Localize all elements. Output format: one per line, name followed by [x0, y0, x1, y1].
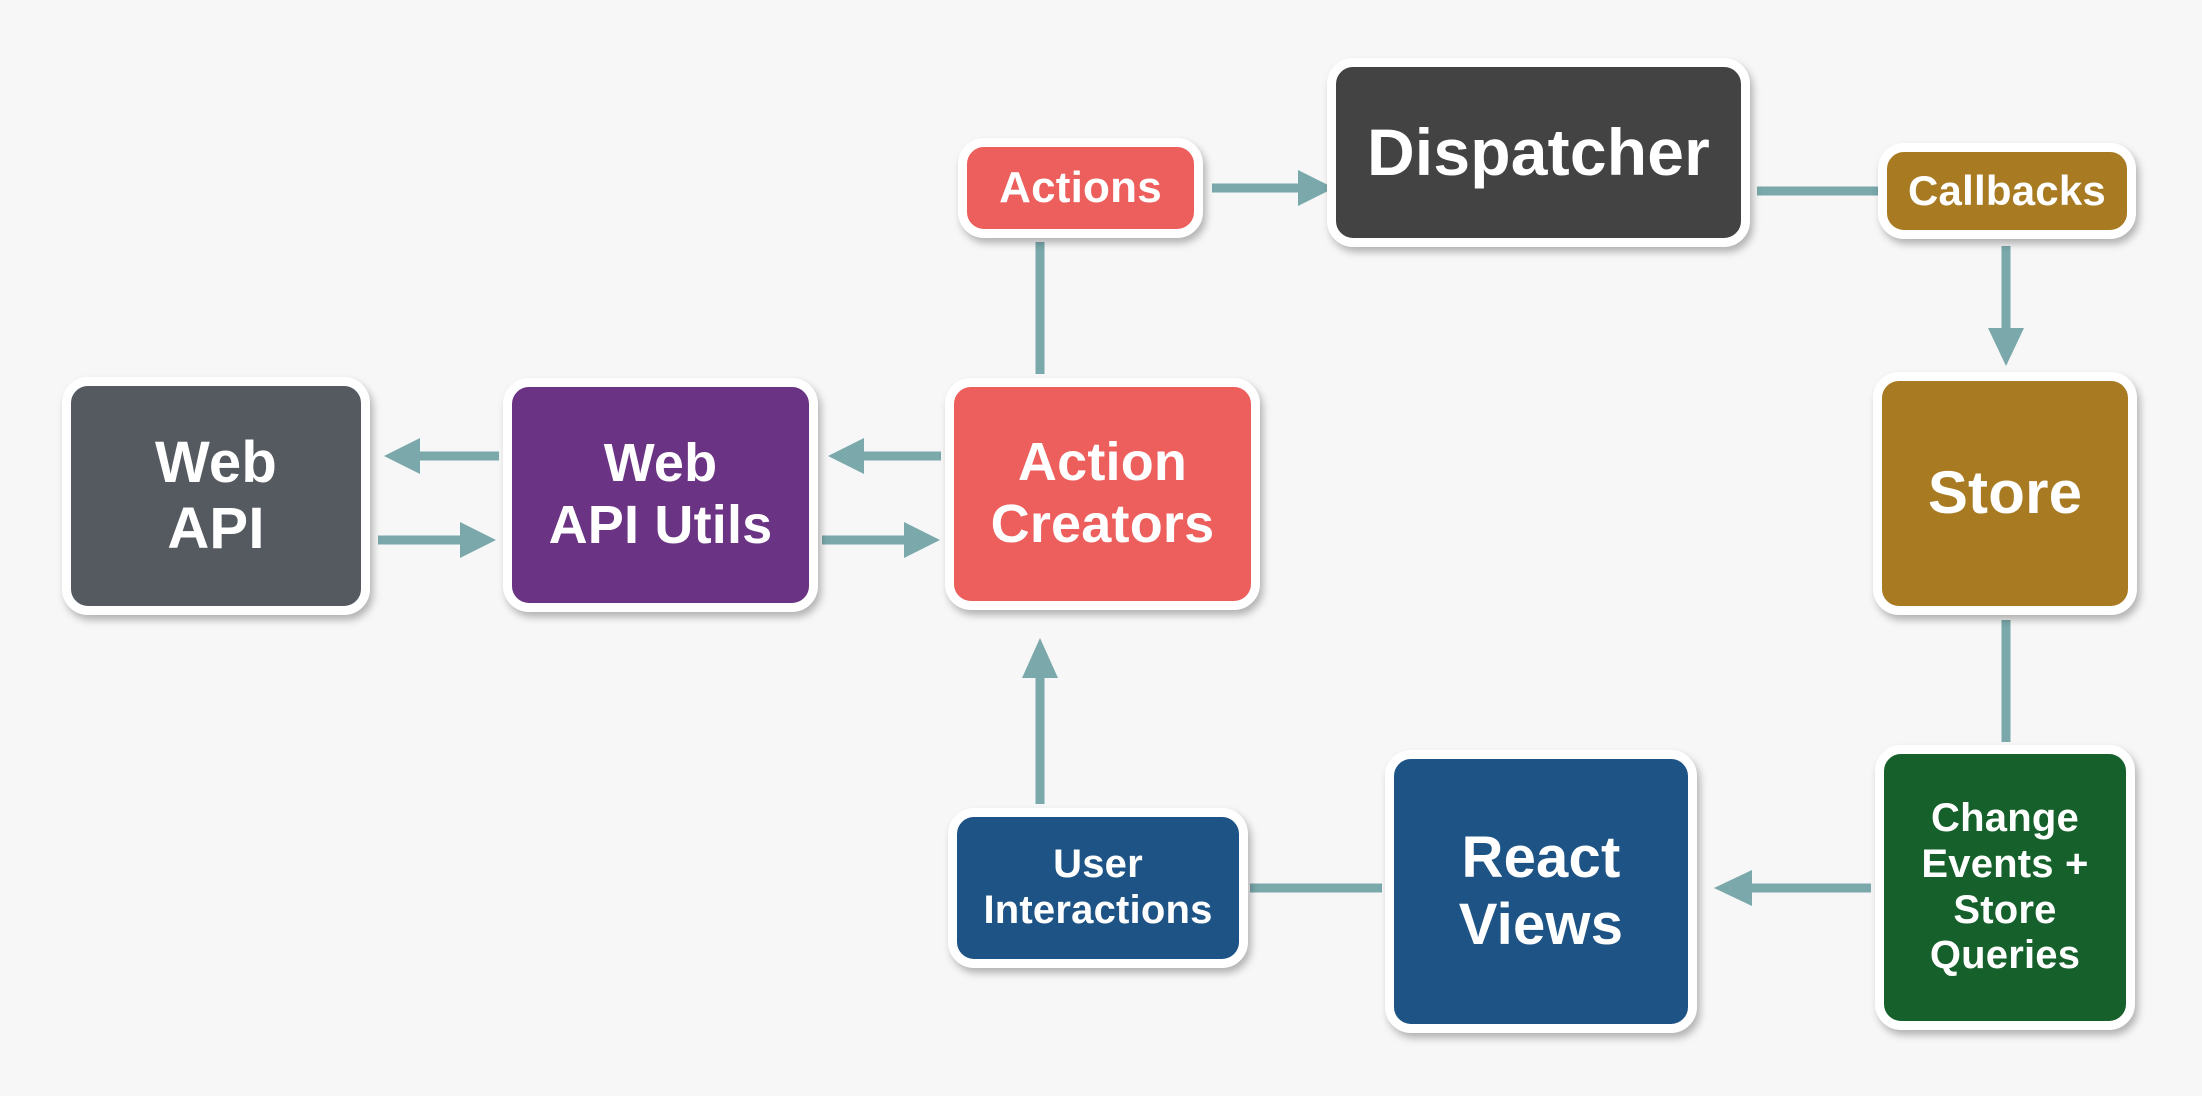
node-user-interactions[interactable]: User Interactions: [948, 808, 1248, 968]
node-action-creators[interactable]: Action Creators: [945, 378, 1260, 610]
node-actions-label: Actions: [999, 162, 1162, 212]
edge-change-events-to-react-views: [1714, 870, 1871, 906]
edge-action-creators-to-web-api-utils: [828, 438, 941, 474]
edge-web-api-utils-to-web-api: [384, 438, 499, 474]
edge-actions-to-dispatcher: [1212, 170, 1334, 206]
node-dispatcher-label: Dispatcher: [1366, 114, 1711, 189]
edge-web-api-to-web-api-utils: [378, 522, 496, 558]
node-change-events[interactable]: Change Events + Store Queries: [1875, 745, 2135, 1030]
node-web-api[interactable]: Web API: [62, 377, 370, 615]
node-web-api-label: Web API: [155, 429, 277, 561]
node-user-interactions-label: User Interactions: [983, 842, 1213, 932]
edge-web-api-utils-to-action-creators: [822, 522, 940, 558]
node-react-views-label: React Views: [1458, 825, 1624, 957]
node-callbacks-label: Callbacks: [1908, 167, 2106, 215]
node-store[interactable]: Store: [1873, 372, 2137, 615]
node-web-api-utils[interactable]: Web API Utils: [503, 378, 818, 612]
node-dispatcher[interactable]: Dispatcher: [1327, 58, 1750, 247]
node-actions[interactable]: Actions: [958, 138, 1203, 238]
node-store-label: Store: [1927, 459, 2083, 527]
edge-callbacks-to-store: [1988, 246, 2024, 366]
node-change-events-label: Change Events + Store Queries: [1921, 796, 2089, 978]
node-callbacks[interactable]: Callbacks: [1878, 143, 2136, 239]
node-action-creators-label: Action Creators: [990, 432, 1215, 554]
node-web-api-utils-label: Web API Utils: [548, 433, 773, 555]
edge-user-interactions-to-action-creators: [1022, 638, 1058, 804]
node-react-views[interactable]: React Views: [1385, 750, 1697, 1033]
